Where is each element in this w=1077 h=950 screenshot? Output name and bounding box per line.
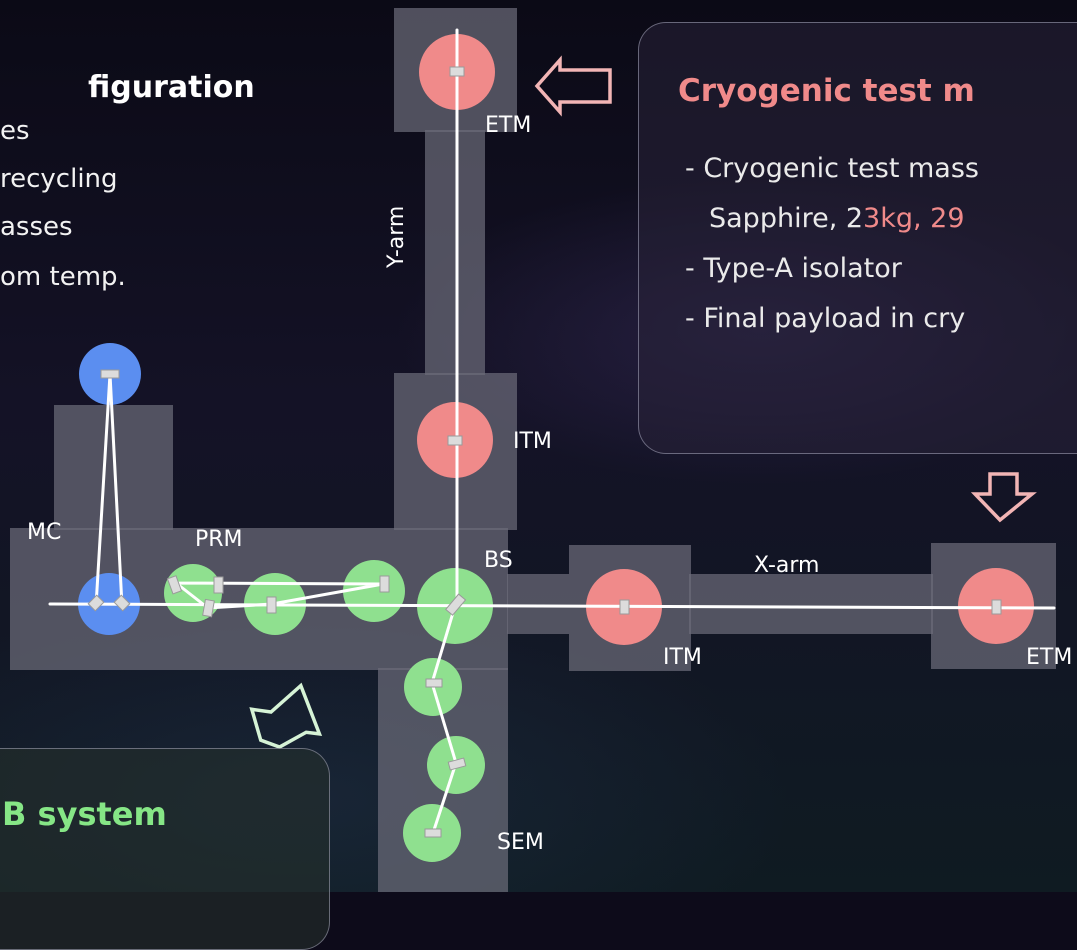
itm-x-label: ITM [663, 645, 702, 670]
cryo-line-2-prefix: Sapphire, 2 [709, 203, 864, 234]
itm-y-marker [447, 435, 463, 446]
cryogenic-test-mass-panel [638, 22, 1077, 454]
y-arm-label: Y-arm [384, 205, 409, 268]
green-system-panel [0, 748, 330, 950]
arrow-to-etm-x [970, 472, 1037, 523]
cryo-line-2-highlight: 3kg, 29 [863, 203, 965, 234]
prm-marker [166, 575, 183, 595]
x-beam [48, 602, 1056, 610]
sr1-marker [425, 678, 443, 688]
sem-label: SEM [497, 830, 544, 855]
cryo-panel-line-1: - Cryogenic test mass [685, 153, 979, 184]
left-line-4: om temp. [0, 262, 126, 292]
y-arm-tube [425, 130, 485, 375]
pr2-marker [266, 596, 277, 614]
bs-marker [445, 593, 467, 616]
interferometer-diagram [10, 8, 1056, 892]
prm-marker-3 [202, 598, 215, 618]
arrow-to-etm-y [534, 55, 612, 117]
mc-top-marker [100, 369, 120, 379]
mc-left-marker [87, 594, 105, 612]
etm-y-marker [449, 66, 465, 77]
mc-right-marker [113, 594, 131, 612]
sem-marker [424, 828, 442, 838]
mc-label: MC [27, 520, 62, 545]
etm-x-label: ETM [1026, 645, 1073, 670]
mirror-markers [87, 66, 1002, 838]
etm-x-marker [991, 599, 1002, 615]
bs-label: BS [484, 548, 513, 573]
arrow-to-green-system [249, 682, 323, 749]
sr2-marker [447, 757, 467, 771]
x-arm-label: X-arm [754, 553, 820, 578]
prm-label: PRM [195, 527, 243, 552]
cryo-panel-line-2: Sapphire, 23kg, 29 [709, 203, 965, 234]
x-arm-tube [689, 574, 933, 634]
prm-marker-2 [213, 576, 224, 594]
left-line-1: es [0, 116, 30, 146]
left-line-3: asses [0, 212, 73, 242]
etm-y-label: ETM [485, 113, 532, 138]
cryo-panel-line-3: - Type-A isolator [685, 253, 902, 284]
pr3-marker [379, 575, 390, 593]
bs-x-connector [507, 574, 569, 634]
cryo-panel-line-4: - Final payload in cry [685, 303, 966, 334]
left-heading: figuration [88, 70, 255, 105]
cryo-panel-title: Cryogenic test m [678, 73, 975, 109]
green-panel-title: B system [2, 795, 167, 833]
itm-y-label: ITM [513, 429, 552, 454]
itm-x-marker [619, 599, 630, 615]
sr-folding-path [430, 604, 458, 835]
left-line-2: recycling [0, 164, 118, 194]
